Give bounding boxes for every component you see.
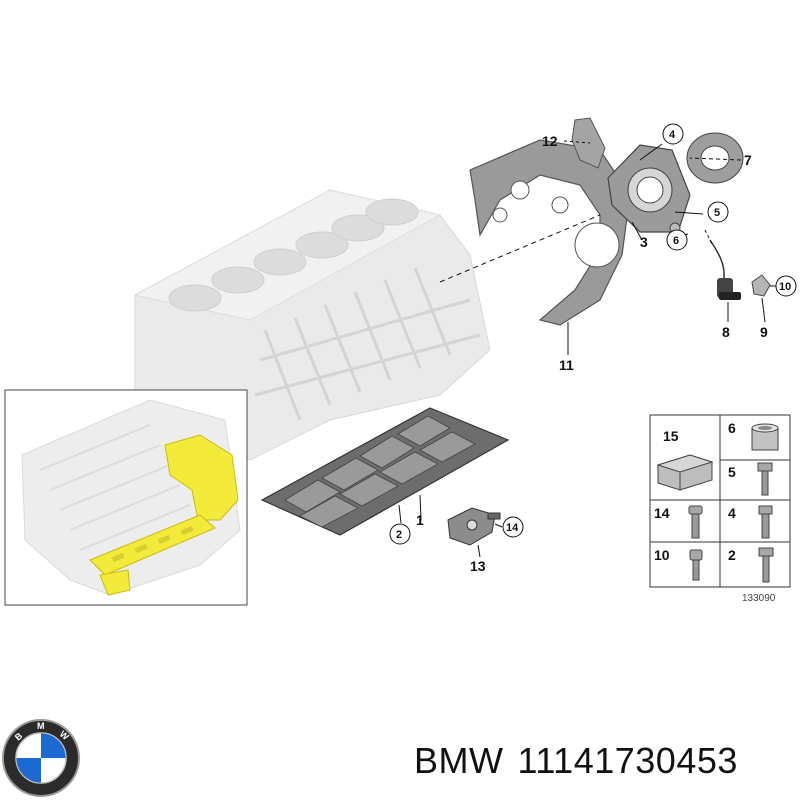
svg-text:B: B — [13, 730, 25, 742]
seal-carrier-3 — [607, 144, 691, 234]
callout-1: 1 — [416, 512, 424, 528]
circled-callouts: 4 5 6 10 2 14 — [389, 123, 797, 545]
mount-bracket-13 — [447, 507, 501, 546]
callout-numbers: 12 7 3 8 9 11 1 13 — [416, 133, 768, 574]
callout-5: 5 — [714, 207, 720, 219]
bmw-roundel-icon: B M W — [2, 719, 80, 797]
legend-part-15 — [656, 454, 714, 491]
svg-text:M: M — [37, 721, 45, 731]
callout-9: 9 — [760, 324, 768, 340]
legend-part-6 — [751, 423, 779, 451]
legend-label-6: 6 — [728, 420, 736, 436]
callout-3: 3 — [640, 234, 648, 250]
callout-10: 10 — [779, 281, 791, 293]
legend-label-14: 14 — [654, 505, 670, 521]
legend-part-5 — [757, 462, 773, 496]
callout-14: 14 — [506, 522, 519, 534]
legend-label-2: 2 — [728, 547, 736, 563]
shaft-seal-7 — [686, 132, 744, 184]
legend-part-4 — [758, 505, 773, 539]
legend-label-10: 10 — [654, 547, 670, 563]
callout-8: 8 — [722, 324, 730, 340]
clip-9 — [751, 274, 771, 297]
legend-label-4: 4 — [728, 505, 736, 521]
callout-6: 6 — [673, 235, 679, 247]
callout-11: 11 — [559, 357, 574, 373]
ladder-frame — [260, 407, 510, 536]
callout-13: 13 — [470, 558, 486, 574]
callout-7: 7 — [744, 152, 752, 168]
legend-part-14 — [688, 505, 703, 539]
legend-part-10 — [689, 549, 703, 581]
brand-name: BMW — [414, 740, 504, 781]
callout-2: 2 — [396, 529, 402, 541]
legend-label-15: 15 — [663, 428, 679, 444]
callout-12: 12 — [542, 133, 558, 149]
callout-4: 4 — [669, 129, 676, 141]
legend-part-2 — [758, 547, 774, 583]
sensor-8 — [709, 239, 741, 300]
overview-inset — [4, 389, 248, 606]
part-number: 11141730453 — [517, 740, 738, 781]
reference-code: 133090 — [742, 593, 776, 604]
rear-cover-gasket — [469, 139, 631, 326]
hardware-legend: 15 6 5 14 4 10 2 — [649, 414, 791, 604]
legend-label-5: 5 — [728, 464, 736, 480]
part-number-caption: BMW 11141730453 — [414, 740, 738, 782]
